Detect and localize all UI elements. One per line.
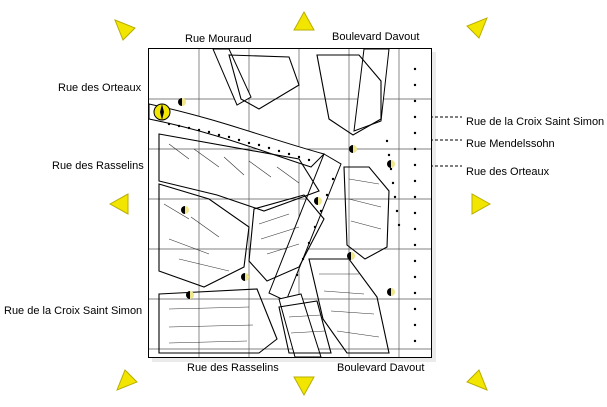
yellow-triangle-arrow-icon	[293, 376, 315, 397]
label-rue-des-rasselins-bottom: Rue des Rasselins	[187, 362, 279, 374]
building-outlines	[158, 54, 390, 354]
label-boulevard-davout-top: Boulevard Davout	[332, 31, 420, 43]
half-dot-marker[interactable]	[387, 160, 395, 168]
yellow-triangle-arrow-icon	[116, 369, 138, 391]
nav-arrow-top-right[interactable]	[465, 16, 489, 40]
map-canvas[interactable]	[148, 48, 432, 358]
compass-icon	[153, 103, 171, 121]
half-dot-marker[interactable]	[314, 197, 322, 205]
half-dot-marker[interactable]	[186, 291, 194, 299]
half-dot-marker[interactable]	[387, 288, 395, 296]
yellow-triangle-arrow-icon	[293, 10, 315, 31]
map-drawing	[149, 49, 431, 357]
yellow-triangle-arrow-icon	[466, 369, 488, 391]
nav-arrow-right[interactable]	[468, 192, 492, 216]
half-dot-marker[interactable]	[181, 206, 189, 214]
yellow-triangle-arrow-icon	[471, 193, 492, 215]
nav-arrow-bottom-left[interactable]	[115, 368, 139, 392]
label-rue-de-la-croix-saint-simon-right: Rue de la Croix Saint Simon	[466, 116, 605, 128]
yellow-triangle-arrow-icon	[466, 17, 488, 39]
yellow-triangle-arrow-icon	[108, 193, 129, 215]
half-dot-marker[interactable]	[347, 252, 355, 260]
label-rue-mendelssohn: Rue Mendelssohn	[466, 138, 555, 150]
tree-dots	[167, 67, 417, 343]
label-rue-des-rasselins-left: Rue des Rasselins	[52, 160, 144, 172]
yellow-triangle-arrow-icon	[114, 19, 136, 41]
nav-arrow-left[interactable]	[108, 192, 132, 216]
map-detail-lines	[163, 143, 382, 344]
nav-arrow-bottom[interactable]	[292, 373, 316, 397]
half-dot-marker[interactable]	[178, 98, 186, 106]
nav-arrow-bottom-right[interactable]	[465, 368, 489, 392]
half-dot-marker[interactable]	[349, 145, 357, 153]
nav-arrow-top-left[interactable]	[113, 18, 137, 42]
label-boulevard-davout-bottom: Boulevard Davout	[337, 362, 425, 374]
label-rue-des-orteaux-right: Rue des Orteaux	[466, 166, 550, 178]
roads	[149, 49, 390, 357]
half-dot-marker[interactable]	[241, 273, 249, 281]
label-rue-de-la-croix-saint-simon-left: Rue de la Croix Saint Simon	[4, 305, 143, 317]
nav-arrow-top[interactable]	[292, 10, 316, 34]
label-rue-des-orteaux-left: Rue des Orteaux	[58, 82, 142, 94]
label-rue-mouraud: Rue Mouraud	[185, 33, 252, 45]
